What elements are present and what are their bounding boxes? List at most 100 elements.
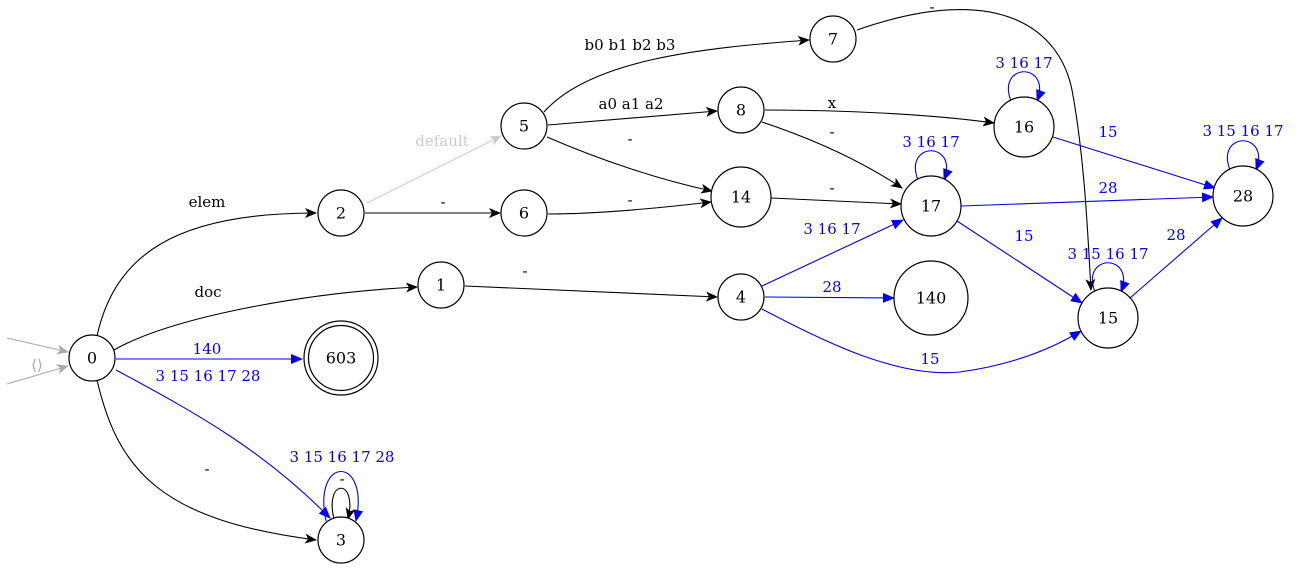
edge-line-e5-8 <box>547 106 718 126</box>
edge-label-e28-28: 3 15 16 17 <box>1202 122 1283 140</box>
state-node-6: 6 <box>500 189 548 237</box>
state-node-0: 0 <box>68 334 116 382</box>
edge-label-e15-15: 3 15 16 17 <box>1067 245 1148 263</box>
state-circle-140 <box>893 260 969 336</box>
state-node-15: 15 <box>1077 287 1139 349</box>
edge-label-start-b: ⟨⟩ <box>31 356 43 374</box>
state-circle-16 <box>993 96 1055 158</box>
edge-label-e8-16: x <box>828 94 837 112</box>
edge-line-e0-3-black <box>96 379 317 544</box>
state-node-4: 4 <box>717 273 765 321</box>
edge-line-e8-17 <box>761 121 903 189</box>
state-label-5: 5 <box>519 117 529 136</box>
state-label-140: 140 <box>916 289 947 308</box>
state-circle-5 <box>500 102 548 150</box>
edge-line-e7-15 <box>856 9 1096 291</box>
state-node-5: 5 <box>500 102 548 150</box>
edge-line-e4-140 <box>764 292 895 303</box>
state-label-0: 0 <box>87 349 97 368</box>
state-node-17: 17 <box>900 175 962 237</box>
edge-label-e14-17: - <box>829 179 834 197</box>
state-label-15: 15 <box>1098 309 1118 328</box>
edge-label-e4-17: 3 16 17 <box>803 220 860 238</box>
state-circle-0 <box>68 334 116 382</box>
edge-label-e15-28: 28 <box>1166 226 1185 244</box>
state-circle-6 <box>500 189 548 237</box>
edge-label-e5-7: b0 b1 b2 b3 <box>585 36 676 54</box>
state-circle-15 <box>1077 287 1139 349</box>
edge-e5-7: b0 b1 b2 b3 <box>543 35 810 113</box>
edge-label-e5-8: a0 a1 a2 <box>599 95 664 113</box>
edge-e0-3-black: - <box>96 379 317 544</box>
edge-line-e0-2 <box>96 208 317 337</box>
state-node-3: 3 <box>317 516 365 564</box>
edge-e15-28: 28 <box>1129 217 1223 299</box>
edge-start-b: ⟨⟩ <box>6 356 69 385</box>
edge-e15-15: 3 15 16 17 <box>1067 245 1149 293</box>
edge-e8-17: - <box>761 121 903 189</box>
state-node-16: 16 <box>993 96 1055 158</box>
edge-label-e2-5: default <box>415 132 468 150</box>
edge-label-e0-1: doc <box>194 283 221 301</box>
edge-label-e3-3-black: - <box>339 470 344 488</box>
edge-e2-5: default <box>366 132 502 204</box>
edge-label-e17-28: 28 <box>1098 179 1117 197</box>
state-label-1: 1 <box>436 276 446 295</box>
state-circle-28 <box>1212 165 1274 227</box>
edge-e5-14: - <box>546 130 713 194</box>
edge-line-e5-7 <box>543 35 810 113</box>
state-label-2: 2 <box>336 204 346 223</box>
edge-e0-2: elem <box>96 193 317 337</box>
edge-label-e5-14: - <box>627 130 632 148</box>
edge-line-e0-1 <box>113 282 418 351</box>
edge-e8-16: x <box>764 94 995 127</box>
edge-label-e4-140: 28 <box>822 278 841 296</box>
edge-line-e1-4 <box>464 285 718 302</box>
edge-label-e3-3-blue: 3 15 16 17 28 <box>290 448 395 466</box>
edge-label-e0-3-black: - <box>204 460 209 478</box>
accepting-ring-603 <box>307 324 375 392</box>
state-circle-8 <box>717 86 765 134</box>
state-node-7: 7 <box>809 15 857 63</box>
edge-label-e16-28: 15 <box>1098 123 1117 141</box>
edge-label-e0-603: 140 <box>193 340 222 358</box>
edge-line-start-b <box>6 364 69 385</box>
edge-e3-3-blue: 3 15 16 17 28 <box>290 448 395 522</box>
state-label-28: 28 <box>1233 187 1253 206</box>
edge-line-e8-16 <box>764 109 995 127</box>
edge-e0-1: doc <box>113 282 418 351</box>
edge-e7-15: - <box>856 0 1096 291</box>
state-circle-3 <box>317 516 365 564</box>
state-circle-1 <box>417 261 465 309</box>
edge-e0-3-blue: 3 15 16 17 28 <box>115 367 331 519</box>
edge-label-e0-2: elem <box>189 193 226 211</box>
edge-e17-17: 3 16 17 <box>902 133 960 181</box>
state-label-17: 17 <box>921 197 941 216</box>
edge-e1-4: - <box>464 262 718 302</box>
edge-line-e17-17 <box>915 150 953 181</box>
state-circle-2 <box>317 189 365 237</box>
state-circle-17 <box>900 175 962 237</box>
state-label-3: 3 <box>336 531 346 550</box>
edge-e4-17: 3 16 17 <box>761 219 904 287</box>
edge-label-e7-15: - <box>929 0 934 16</box>
edge-start-a <box>6 337 69 355</box>
edge-e17-15: 15 <box>956 220 1083 304</box>
edge-e6-14: - <box>547 191 712 215</box>
state-node-28: 28 <box>1212 165 1274 227</box>
edge-line-e28-28 <box>1227 140 1265 171</box>
edge-line-e3-3-black <box>331 487 356 520</box>
state-label-14: 14 <box>731 188 751 207</box>
edge-line-e4-17 <box>761 219 904 287</box>
state-node-603: 603 <box>303 320 379 396</box>
state-label-7: 7 <box>828 30 838 49</box>
edge-line-start-a <box>6 337 69 355</box>
edge-e5-8: a0 a1 a2 <box>547 95 718 126</box>
edge-label-e8-17: - <box>829 123 834 141</box>
edge-label-e16-16: 3 16 17 <box>995 54 1052 72</box>
state-label-6: 6 <box>519 204 529 223</box>
edge-e28-28: 3 15 16 17 <box>1202 122 1284 171</box>
